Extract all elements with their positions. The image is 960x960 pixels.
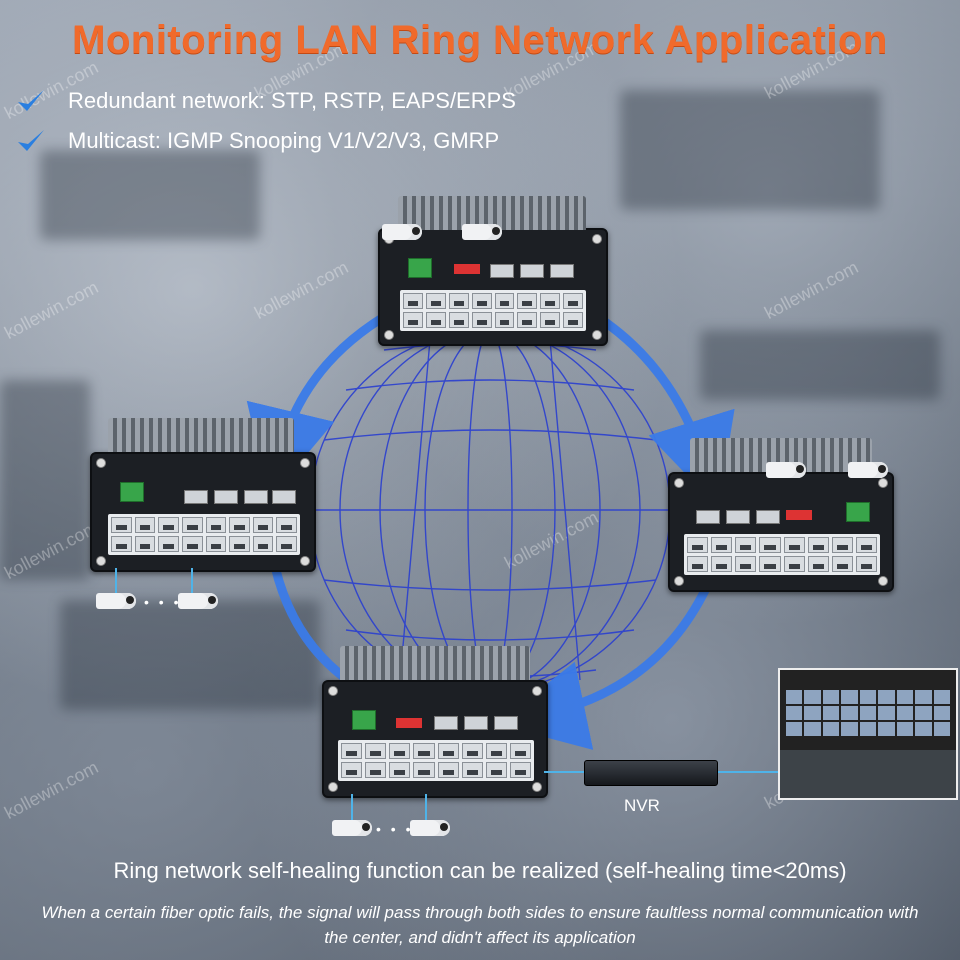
network-switch-icon [322,646,548,798]
self-healing-heading: Ring network self-healing function can b… [113,858,847,883]
ip-camera-icon [410,820,450,836]
ip-camera-icon [332,820,372,836]
feature-text: Redundant network: STP, RSTP, EAPS/ERPS [68,88,516,113]
monitoring-center-icon [778,668,958,800]
page-title: Monitoring LAN Ring Network Application [72,18,888,62]
ip-camera-icon [766,462,806,478]
check-icon [18,130,44,151]
nvr-label: NVR [624,796,660,815]
nvr-recorder-icon [584,760,718,786]
feature-item: Multicast: IGMP Snooping V1/V2/V3, GMRP [16,128,499,154]
ip-camera-icon [178,593,218,609]
network-switch-icon [90,418,316,572]
feature-item: Redundant network: STP, RSTP, EAPS/ERPS [16,88,516,114]
ip-camera-icon [848,462,888,478]
self-healing-description: When a certain fiber optic fails, the si… [41,903,919,947]
ip-camera-icon [382,224,422,240]
more-indicator: • • • [144,594,182,610]
ip-camera-icon [96,593,136,609]
more-indicator: • • • [376,821,414,837]
feature-text: Multicast: IGMP Snooping V1/V2/V3, GMRP [68,128,500,153]
check-icon [18,90,44,111]
ip-camera-icon [462,224,502,240]
network-switch-icon [668,438,894,592]
